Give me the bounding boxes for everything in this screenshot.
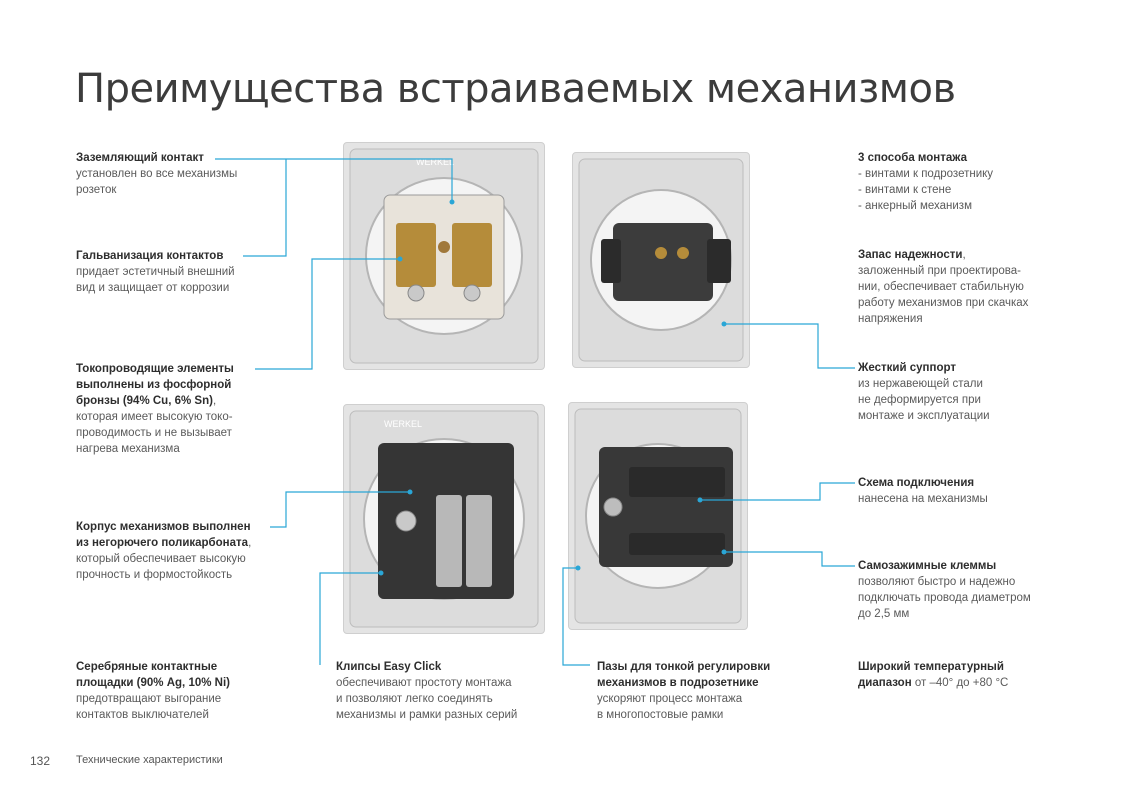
feature-reserve: Запас надежности, заложенный при проекти… xyxy=(858,249,1029,325)
double-switch-mechanism-photo: WERKEL xyxy=(343,404,545,634)
brand-mark-2: WERKEL xyxy=(384,419,422,429)
feature-temperature: Широкий температурный диапазон от –40° д… xyxy=(858,661,1009,689)
page-number: 132 xyxy=(30,754,51,768)
feature-ground: Заземляющий контакт установлен во все ме… xyxy=(76,152,238,196)
socket-mechanism-photo: WERKEL xyxy=(343,142,545,370)
section-label: Технические характеристики xyxy=(76,754,223,766)
feature-slots: Пазы для тонкой регулировки механизмов в… xyxy=(597,661,771,721)
feature-mounting: 3 способа монтажа - винтами к подрозетни… xyxy=(858,152,994,212)
feature-clamps: Самозажимные клеммы позволяют быстро и н… xyxy=(858,560,1031,620)
feature-scheme: Схема подключения нанесена на механизмы xyxy=(858,477,988,505)
feature-housing: Корпус механизмов выполнен из негорючего… xyxy=(76,521,252,581)
feature-silver: Серебряные контактные площадки (90% Ag, … xyxy=(76,661,230,721)
feature-clips: Клипсы Easy Click обеспечивают простоту … xyxy=(336,661,518,721)
line-galv xyxy=(243,159,287,257)
feature-support: Жесткий суппорт из нержавеющей стали не … xyxy=(858,362,990,422)
brand-mark-1: WERKEL xyxy=(416,157,454,167)
terminal-mechanism-photo xyxy=(568,402,748,630)
feature-conductive: Токопроводящие элементы выполнены из фос… xyxy=(76,363,234,455)
switch-mechanism-photo xyxy=(572,152,750,368)
page-title: Преимущества встраиваемых механизмов xyxy=(75,66,956,112)
feature-galvanization: Гальванизация контактов придает эстетичн… xyxy=(76,250,235,294)
